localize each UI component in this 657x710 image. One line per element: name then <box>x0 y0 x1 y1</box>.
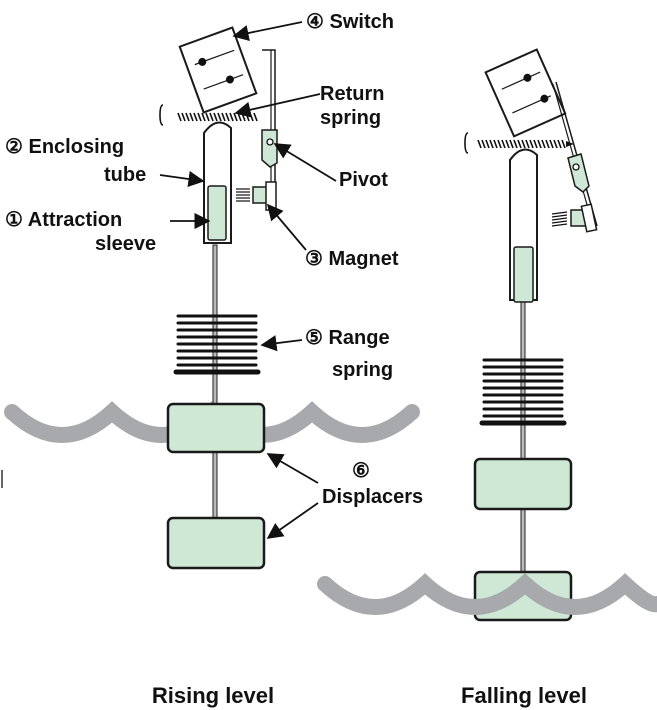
falling-water-surface <box>317 573 657 615</box>
captions: Rising level Falling level <box>152 683 587 708</box>
enclosing-tube-leader <box>159 170 205 188</box>
displacers-leader-upper <box>266 453 319 484</box>
return-spring-label-line2: spring <box>320 107 381 129</box>
rising-level-caption: Rising level <box>152 683 274 708</box>
rising-switch-lever <box>262 49 276 200</box>
falling-magnet <box>551 203 598 233</box>
leader-arrows <box>159 21 337 539</box>
falling-rod <box>520 294 526 581</box>
pivot-label: Pivot <box>339 169 388 191</box>
return-spring-label-line1: Return <box>320 83 384 105</box>
return-spring-leader <box>234 93 321 118</box>
range-spring-label-line2: spring <box>332 359 393 381</box>
rising-level-assembly <box>4 26 420 570</box>
range-spring-label-line1: ⑤ Range <box>305 327 390 349</box>
rising-rod <box>212 244 218 521</box>
rising-magnet <box>236 181 277 211</box>
rising-upper-displacer <box>166 402 266 454</box>
falling-attraction-sleeve <box>513 246 534 303</box>
attraction-sleeve-label-line1: ① Attraction <box>5 209 122 231</box>
enclosing-tube-label-line2: tube <box>104 164 146 186</box>
falling-range-spring <box>479 358 567 426</box>
rising-range-spring <box>173 314 261 375</box>
rising-switch <box>178 26 258 114</box>
falling-switch-lever <box>555 81 598 227</box>
falling-level-caption: Falling level <box>461 683 587 708</box>
rising-pivot-pin <box>266 138 274 146</box>
displacers-leader-lower <box>266 502 319 539</box>
displacers-number-label: ⑥ <box>352 460 370 482</box>
enclosing-tube-label-line1: ② Enclosing <box>5 136 124 158</box>
rising-pivot-plate <box>261 129 278 168</box>
falling-switch <box>484 48 567 138</box>
switch-label: ④ Switch <box>306 11 394 33</box>
rising-attraction-sleeve <box>207 185 227 241</box>
displacers-label: Displacers <box>322 486 423 508</box>
falling-return-spring <box>464 132 566 154</box>
falling-pivot-plate <box>567 153 590 193</box>
falling-upper-displacer <box>473 457 573 511</box>
magnet-label: ③ Magnet <box>305 248 399 270</box>
falling-level-assembly <box>317 48 657 622</box>
rising-lower-displacer <box>166 516 266 570</box>
labels: ④ Switch Return spring ② Enclosing tube … <box>5 11 423 508</box>
magnet-leader <box>266 203 307 251</box>
switch-leader <box>232 21 303 41</box>
range-spring-leader <box>260 335 303 352</box>
pivot-leader <box>273 143 337 182</box>
falling-pivot-pin <box>572 163 580 171</box>
attraction-sleeve-label-line2: sleeve <box>95 233 156 255</box>
